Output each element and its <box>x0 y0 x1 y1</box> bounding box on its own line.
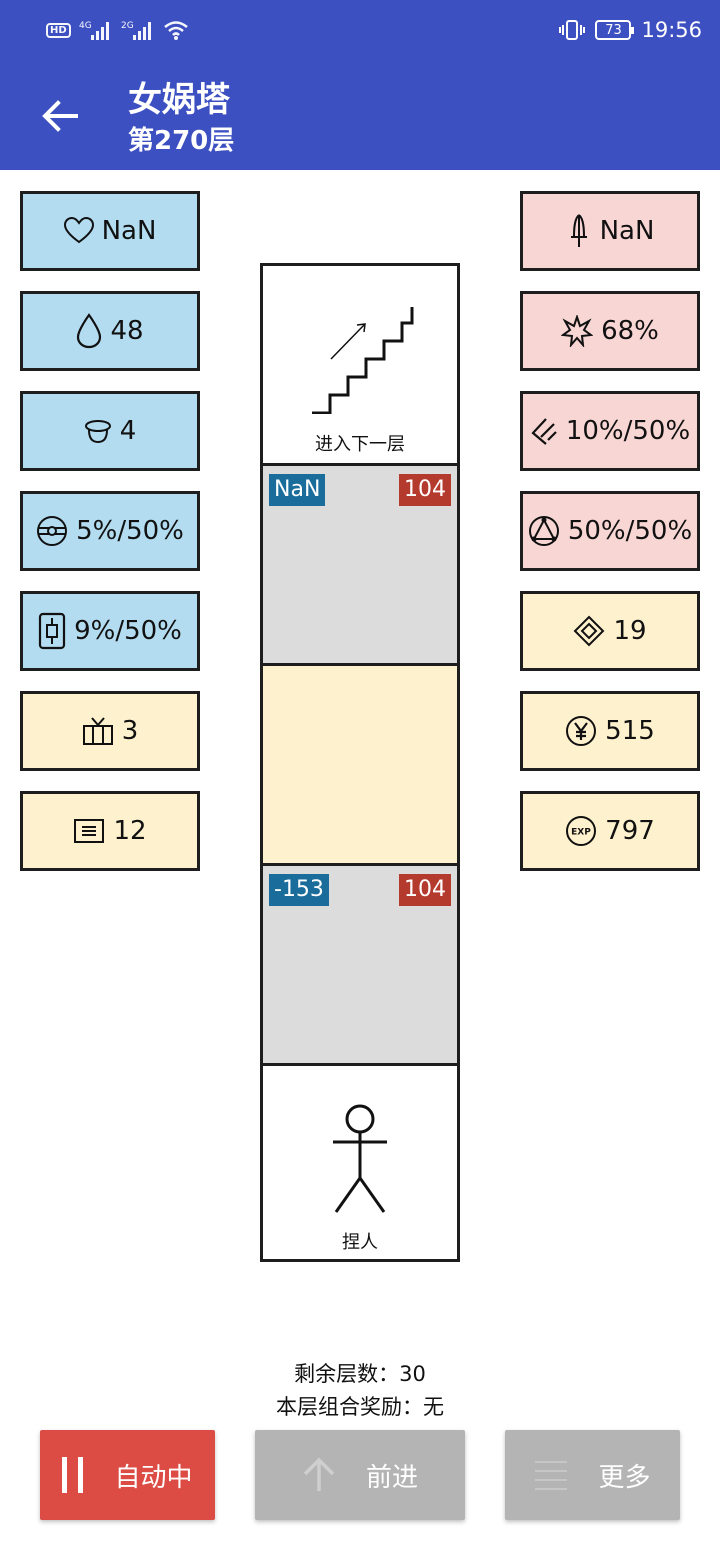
empty-cell[interactable] <box>263 666 457 866</box>
auto-button-label: 自动中 <box>114 1462 193 1493</box>
stat-mp-value: 48 <box>110 316 144 346</box>
svg-text:2G: 2G <box>121 21 134 31</box>
hd-icon: HD <box>46 22 71 38</box>
stick-figure-icon <box>333 1104 387 1213</box>
pause-icon <box>62 1457 84 1493</box>
stat-diamond[interactable]: 19 <box>520 591 700 671</box>
enemy-cell-1[interactable]: NaN 104 <box>263 466 457 666</box>
auto-button[interactable]: 自动中 <box>40 1430 215 1520</box>
stat-diamond-value: 19 <box>613 616 647 646</box>
stat-attack[interactable]: NaN <box>520 191 700 271</box>
forward-button-label: 前进 <box>365 1462 418 1493</box>
stat-chest[interactable]: 3 <box>20 691 200 771</box>
clock: 19:56 <box>641 18 702 42</box>
drop-icon <box>77 313 102 349</box>
stat-scroll-value: 12 <box>113 816 147 846</box>
remaining-floors: 剩余层数：30 <box>294 1362 426 1386</box>
wifi-icon <box>163 21 188 40</box>
stat-slash[interactable]: 10%/50% <box>520 391 700 471</box>
stat-money[interactable]: 515 <box>520 691 700 771</box>
page-title: 女娲塔 <box>128 80 230 120</box>
stairs-icon <box>312 307 414 414</box>
stat-exp-value: 797 <box>605 816 655 846</box>
stat-triangle-value: 50%/50% <box>567 516 693 546</box>
more-button[interactable]: 更多 <box>505 1430 680 1520</box>
network-indicators: HD 4G 2G <box>46 17 189 43</box>
stat-exp[interactable]: EXP 797 <box>520 791 700 871</box>
up-arrow-icon <box>303 1457 335 1491</box>
stat-hp[interactable]: NaN <box>20 191 200 271</box>
stat-crit-value: 68% <box>601 316 659 346</box>
stat-chest-value: 3 <box>121 716 139 746</box>
svg-text:EXP: EXP <box>571 828 591 838</box>
stat-target-value: 5%/50% <box>76 516 184 546</box>
halo-icon <box>84 420 111 444</box>
phone-icon <box>38 612 66 650</box>
stat-crit[interactable]: 68% <box>520 291 700 371</box>
next-floor-label: 进入下一层 <box>315 434 405 455</box>
stat-mp[interactable]: 48 <box>20 291 200 371</box>
enemy-2-attack-badge: 104 <box>399 874 451 906</box>
next-floor-cell[interactable]: 进入下一层 <box>263 266 457 466</box>
triangle-circle-icon <box>528 516 559 546</box>
yen-icon <box>566 716 597 746</box>
stat-device[interactable]: 9%/50% <box>20 591 200 671</box>
system-indicators: 73 19:56 <box>559 16 702 44</box>
stat-attack-value: NaN <box>599 216 655 246</box>
chest-icon <box>82 717 113 745</box>
svg-text:4G: 4G <box>79 21 92 31</box>
app-bar: 女娲塔 第270层 <box>0 58 720 170</box>
vibrate-icon <box>559 20 586 40</box>
more-button-label: 更多 <box>598 1462 651 1493</box>
menu-icon <box>535 1461 568 1490</box>
slash-icon <box>531 418 557 445</box>
stat-slash-value: 10%/50% <box>565 416 691 446</box>
battery-icon: 73 <box>595 20 635 40</box>
stat-scroll[interactable]: 12 <box>20 791 200 871</box>
back-arrow-icon[interactable] <box>40 98 80 134</box>
stat-triangle[interactable]: 50%/50% <box>520 491 700 571</box>
enemy-1-hp-badge: NaN <box>269 474 326 506</box>
signal-2g-icon: 2G <box>121 21 151 40</box>
enemy-1-attack-badge: 104 <box>399 474 451 506</box>
sword-icon <box>570 214 587 247</box>
exp-icon: EXP <box>566 816 597 846</box>
stat-money-value: 515 <box>605 716 655 746</box>
target-icon <box>37 516 68 546</box>
stat-target[interactable]: 5%/50% <box>20 491 200 571</box>
forward-button[interactable]: 前进 <box>255 1430 465 1520</box>
burst-icon <box>561 315 594 347</box>
player-cell[interactable]: 捏人 <box>263 1066 457 1259</box>
tower-column: 进入下一层 NaN 104 -153 104 捏人 <box>260 263 460 1262</box>
player-label: 捏人 <box>342 1232 378 1253</box>
heart-icon <box>63 217 94 244</box>
stat-hp-value: NaN <box>101 216 157 246</box>
status-bar: HD 4G 2G 73 19:56 <box>0 0 720 58</box>
stat-device-value: 9%/50% <box>74 616 182 646</box>
diamond-icon <box>574 615 605 647</box>
enemy-2-hp-badge: -153 <box>269 874 329 906</box>
floor-subtitle: 第270层 <box>128 126 235 156</box>
stat-halo-value: 4 <box>119 416 137 446</box>
stat-halo[interactable]: 4 <box>20 391 200 471</box>
enemy-cell-2[interactable]: -153 104 <box>263 866 457 1066</box>
floor-reward: 本层组合奖励：无 <box>276 1395 444 1419</box>
scroll-icon <box>74 819 105 843</box>
signal-4g-icon: 4G <box>79 21 109 40</box>
